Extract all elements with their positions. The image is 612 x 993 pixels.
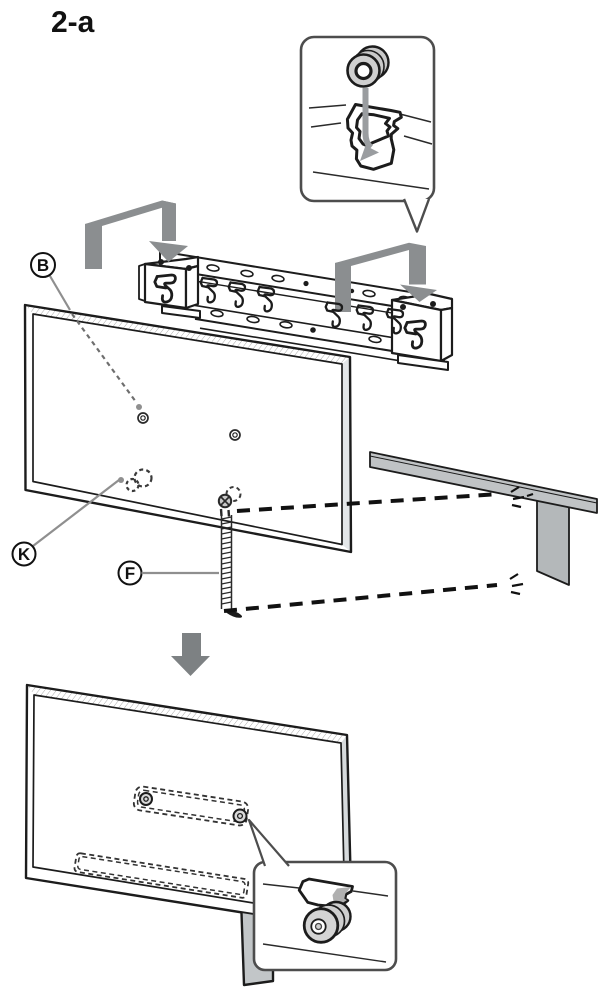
svg-text:2-a: 2-a <box>51 6 95 39</box>
svg-text:B: B <box>37 256 49 275</box>
svg-text:F: F <box>125 564 135 583</box>
svg-text:K: K <box>18 545 31 564</box>
